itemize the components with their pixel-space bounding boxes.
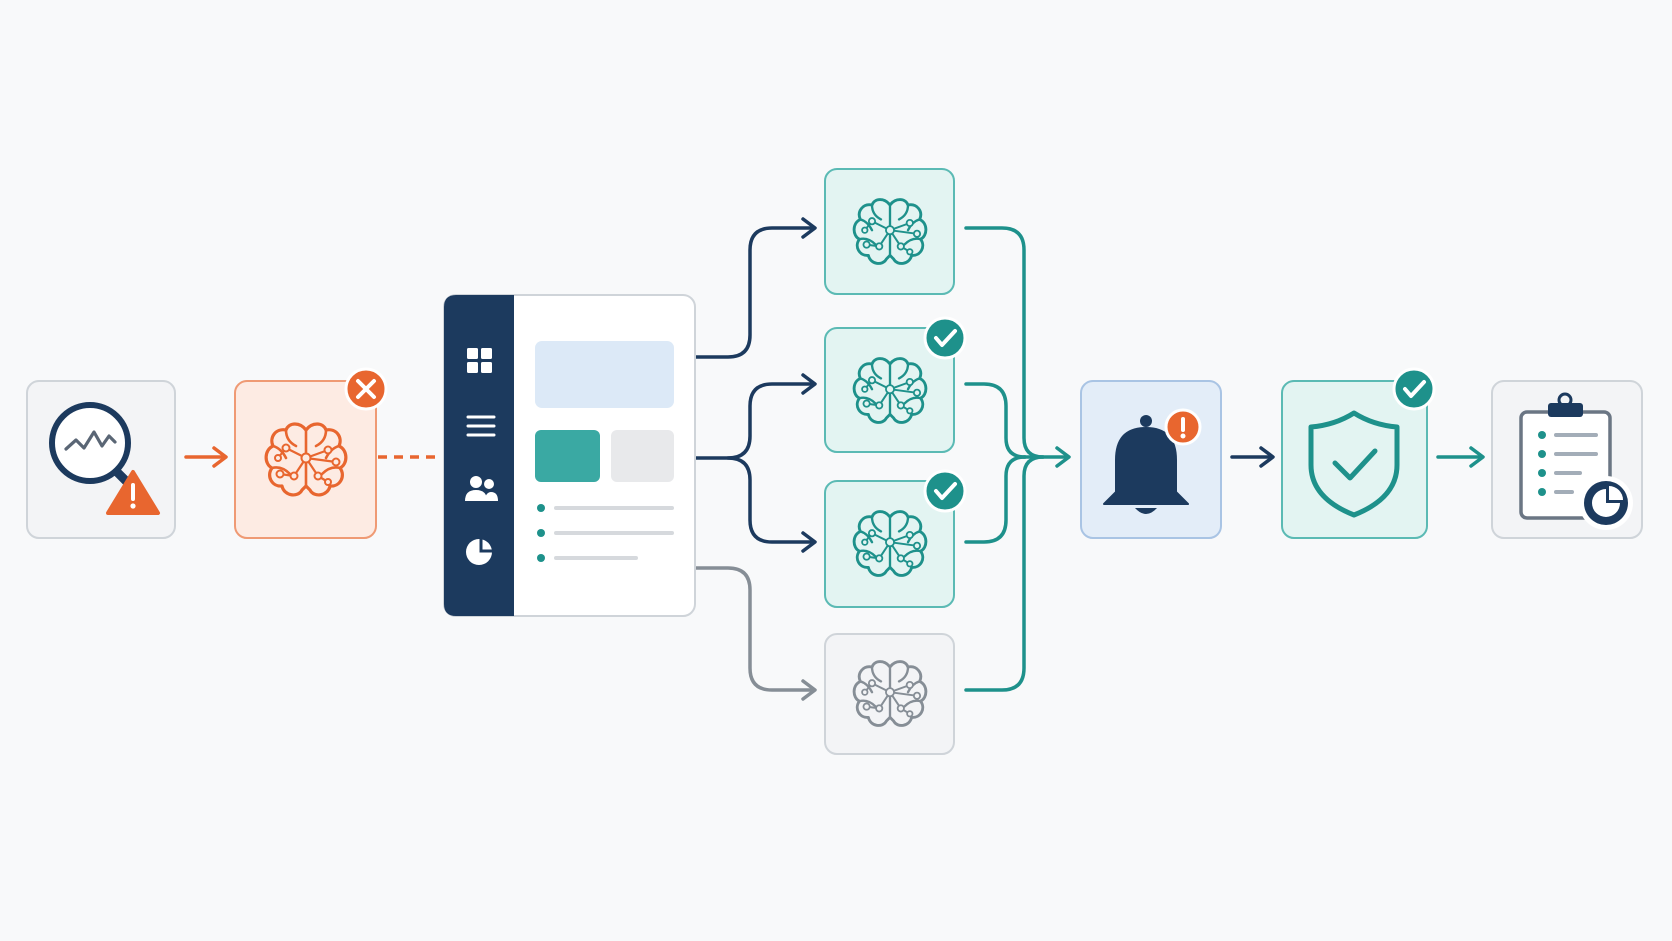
node-security: [1281, 367, 1436, 539]
warning-triangle-icon: [106, 470, 160, 515]
node-failed-model: [234, 367, 388, 539]
node-dashboard: [443, 294, 696, 617]
dashboard-sidebar: [444, 295, 514, 616]
node-monitor: [26, 380, 176, 539]
pie-chart-icon: [1579, 476, 1633, 530]
node-report: [1491, 380, 1643, 539]
edge-security-to-report: [1436, 446, 1485, 468]
users-icon: [465, 476, 498, 501]
pie-chart-icon: [466, 539, 493, 565]
node-model-3: [824, 469, 967, 608]
exclamation-icon: [1164, 408, 1202, 446]
node-alert: [1080, 380, 1222, 539]
edge-alert-to-security: [1230, 446, 1275, 468]
bell-icon: [1103, 415, 1189, 514]
clipboard-report-icon: [1519, 392, 1633, 530]
grid-icon: [467, 348, 492, 373]
edge-dashboard-to-model-4: [694, 566, 817, 701]
dashboard-list: [537, 504, 674, 562]
dashboard-panel-secondary: [611, 430, 674, 482]
edge-monitor-to-failed-model: [184, 446, 228, 468]
check-icon: [1392, 367, 1436, 411]
x-icon: [344, 367, 388, 411]
edge-dashboard-to-model-3: [726, 456, 817, 553]
node-model-4: [824, 633, 955, 755]
node-model-2: [824, 316, 967, 453]
check-icon: [923, 469, 967, 513]
dashboard-panel-primary: [535, 430, 600, 482]
dashboard-panel-header: [535, 341, 674, 408]
edge-dashboard-to-model-1: [694, 217, 817, 359]
connectors: [184, 217, 1485, 701]
check-icon: [923, 316, 967, 360]
list-icon: [466, 415, 496, 437]
magnifier-alert-icon: [49, 402, 160, 515]
edge-models-to-alert: [964, 226, 1071, 692]
node-model-1: [824, 168, 955, 295]
edge-dashboard-to-model-2: [694, 373, 817, 460]
shield-check-icon: [1308, 410, 1400, 518]
